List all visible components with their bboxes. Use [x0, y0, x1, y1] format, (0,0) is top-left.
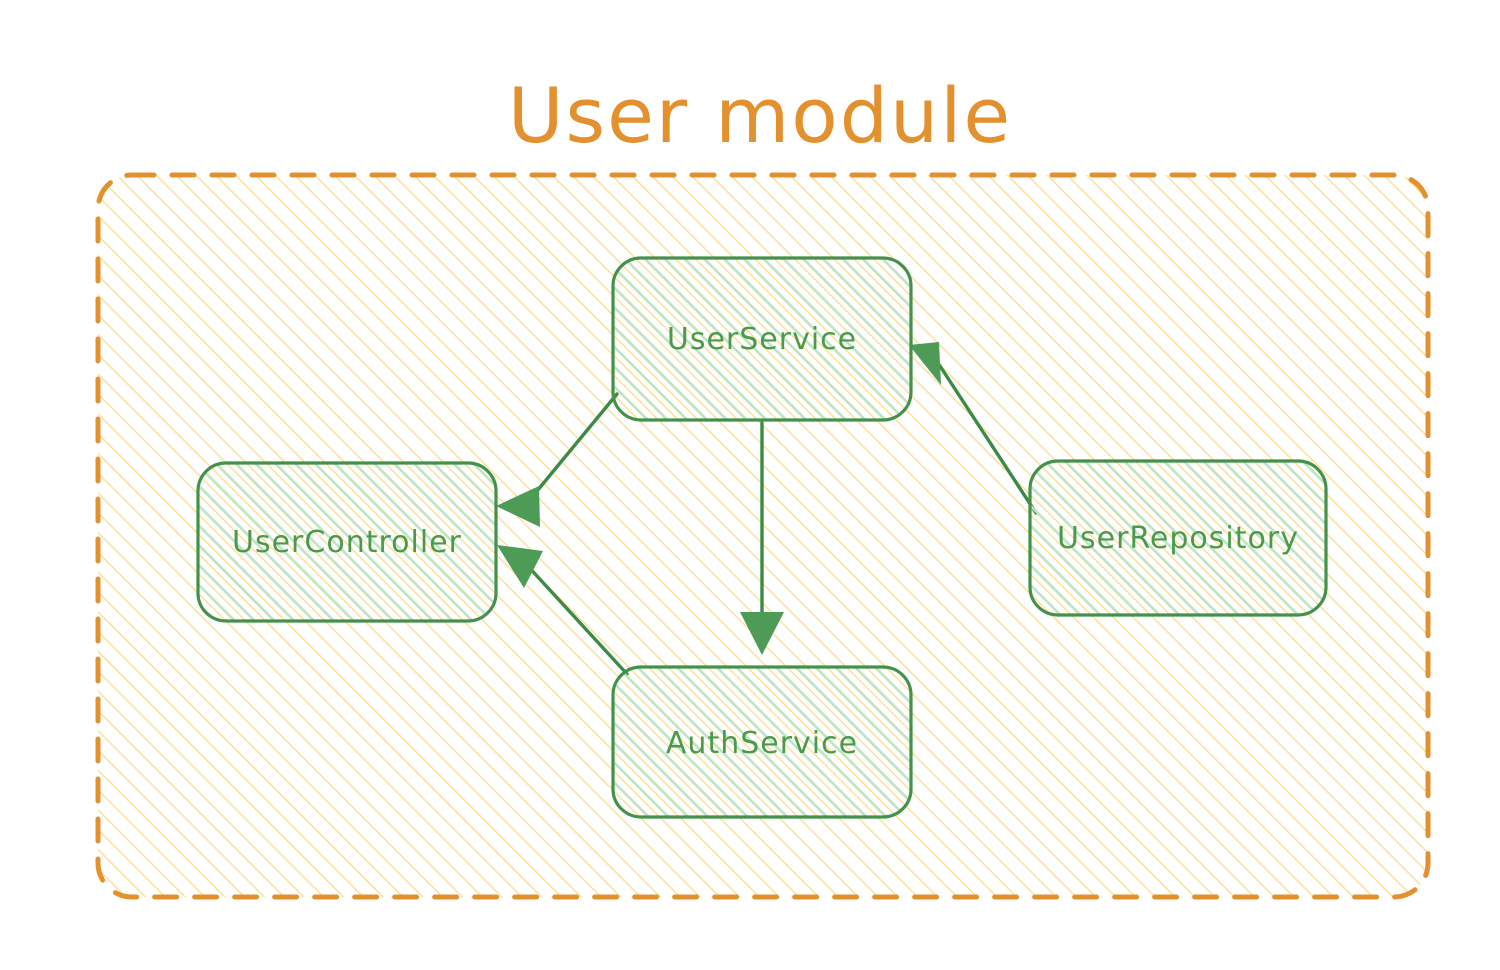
- page-title: User module: [508, 71, 1012, 160]
- node-userservice[interactable]: UserService: [611, 256, 913, 422]
- node-box: [196, 461, 498, 623]
- edge-line: [936, 361, 1038, 515]
- arrowhead-icon: [909, 342, 941, 385]
- node-box: [611, 665, 913, 819]
- node-usercontroller[interactable]: UserController: [196, 461, 498, 623]
- edges-group: [496, 342, 1038, 676]
- node-label: UserService: [667, 322, 857, 357]
- module-container-border[interactable]: [95, 172, 1431, 900]
- node-userrepository[interactable]: UserRepository: [1028, 459, 1328, 617]
- node-label: UserRepository: [1057, 521, 1299, 556]
- arrowhead-icon: [740, 612, 784, 655]
- edge-userservice-to-usercontroller[interactable]: [496, 392, 619, 527]
- edge-authservice-to-usercontroller[interactable]: [497, 545, 629, 676]
- node-box: [1028, 459, 1328, 617]
- arrowhead-icon: [496, 486, 540, 527]
- node-authservice[interactable]: AuthService: [611, 665, 913, 819]
- node-box: [611, 256, 913, 422]
- node-label: AuthService: [666, 726, 858, 761]
- edge-line: [523, 561, 629, 676]
- edge-userrepository-to-userservice[interactable]: [909, 342, 1038, 515]
- edge-userservice-to-authservice[interactable]: [740, 421, 784, 655]
- arrowhead-icon: [497, 545, 543, 588]
- node-label: UserController: [232, 525, 462, 560]
